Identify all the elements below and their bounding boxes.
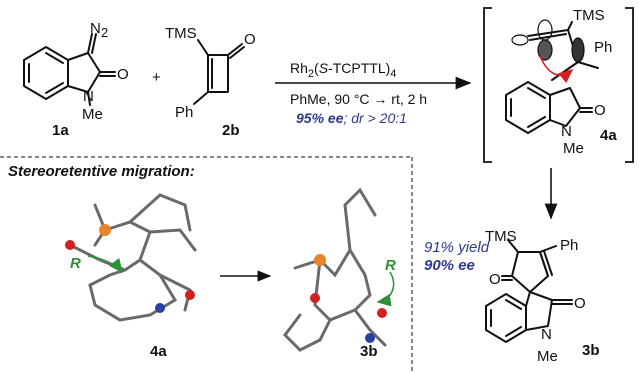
phenyl-label: Ph <box>175 104 193 121</box>
lactam-o-label: O <box>574 295 586 312</box>
compound-label-4a: 4a <box>600 127 617 144</box>
n-atom <box>155 303 165 313</box>
o-atom <box>310 293 320 303</box>
ketone-o-label: O <box>489 271 501 288</box>
o-atom <box>65 240 75 250</box>
compound-2b: TMS O Ph 2b <box>165 25 256 139</box>
amide-n-label: N <box>561 123 572 140</box>
tms-label: TMS <box>165 25 197 42</box>
amide-n-label: N <box>541 326 552 343</box>
yield-text: 91% yield <box>424 239 490 256</box>
sigma-orbital-right <box>571 37 585 63</box>
r-label-left: R <box>70 255 81 272</box>
n-methyl-label: Me <box>82 106 103 123</box>
diazo-n-label: N <box>90 20 101 37</box>
compound-label-1a: 1a <box>52 122 69 139</box>
o-atom-2 <box>377 308 387 318</box>
left-bracket <box>483 7 492 163</box>
n-methyl-label: Me <box>537 348 558 365</box>
carbonyl-o-label: O <box>117 66 129 83</box>
si-atom <box>99 224 111 236</box>
ortep-label-4a: 4a <box>150 343 167 360</box>
crystal-structure-inset: Stereoretentive migration: R 4a R 3b <box>0 156 413 373</box>
n-methyl-label: Me <box>563 140 584 157</box>
lactam-o-label: O <box>594 102 606 119</box>
amide-n-label: N <box>83 88 94 105</box>
o-atom-2 <box>185 290 195 300</box>
tms-label: TMS <box>485 228 517 245</box>
phenyl-label: Ph <box>594 39 612 56</box>
ee-text: 90% ee <box>424 257 475 274</box>
right-bracket <box>625 7 634 163</box>
compound-1a: N 2 O N Me 1a <box>23 20 129 139</box>
ortep-3b: R 3b <box>283 187 396 360</box>
si-atom <box>314 254 326 266</box>
plus-sign: + <box>152 69 161 86</box>
tms-label: TMS <box>573 7 605 24</box>
r-migration-arrow-right <box>376 271 395 307</box>
n-atom <box>365 333 375 343</box>
phenyl-label: Ph <box>560 237 578 254</box>
r-migration-arrow-left <box>87 255 123 274</box>
ortep-4a: R 4a <box>65 193 197 360</box>
product-3b: TMS Ph O O N Me 3b 91% yield 90% ee <box>424 228 600 365</box>
inset-title: Stereoretentive migration: <box>8 163 195 180</box>
sigma-orbital-left <box>511 34 529 46</box>
r-label-right: R <box>385 257 396 274</box>
compound-label-3b: 3b <box>582 342 600 359</box>
ortep-label-3b: 3b <box>360 343 378 360</box>
selectivity-line: 95% ee; dr > 20:1 <box>296 110 407 126</box>
ketone-o-label: O <box>244 31 256 48</box>
intermediate-4a: TMS Ph O N Me 4a <box>483 7 634 163</box>
diazo-subscript: 2 <box>101 25 108 40</box>
migration-arrow <box>539 55 574 84</box>
conditions-line: PhMe, 90 °C → rt, 2 h <box>290 91 427 107</box>
compound-label-2b: 2b <box>222 122 240 139</box>
p-orbital-lower <box>537 39 553 61</box>
catalyst-label: Rh2(S-TCPTTL)4 <box>290 60 396 80</box>
